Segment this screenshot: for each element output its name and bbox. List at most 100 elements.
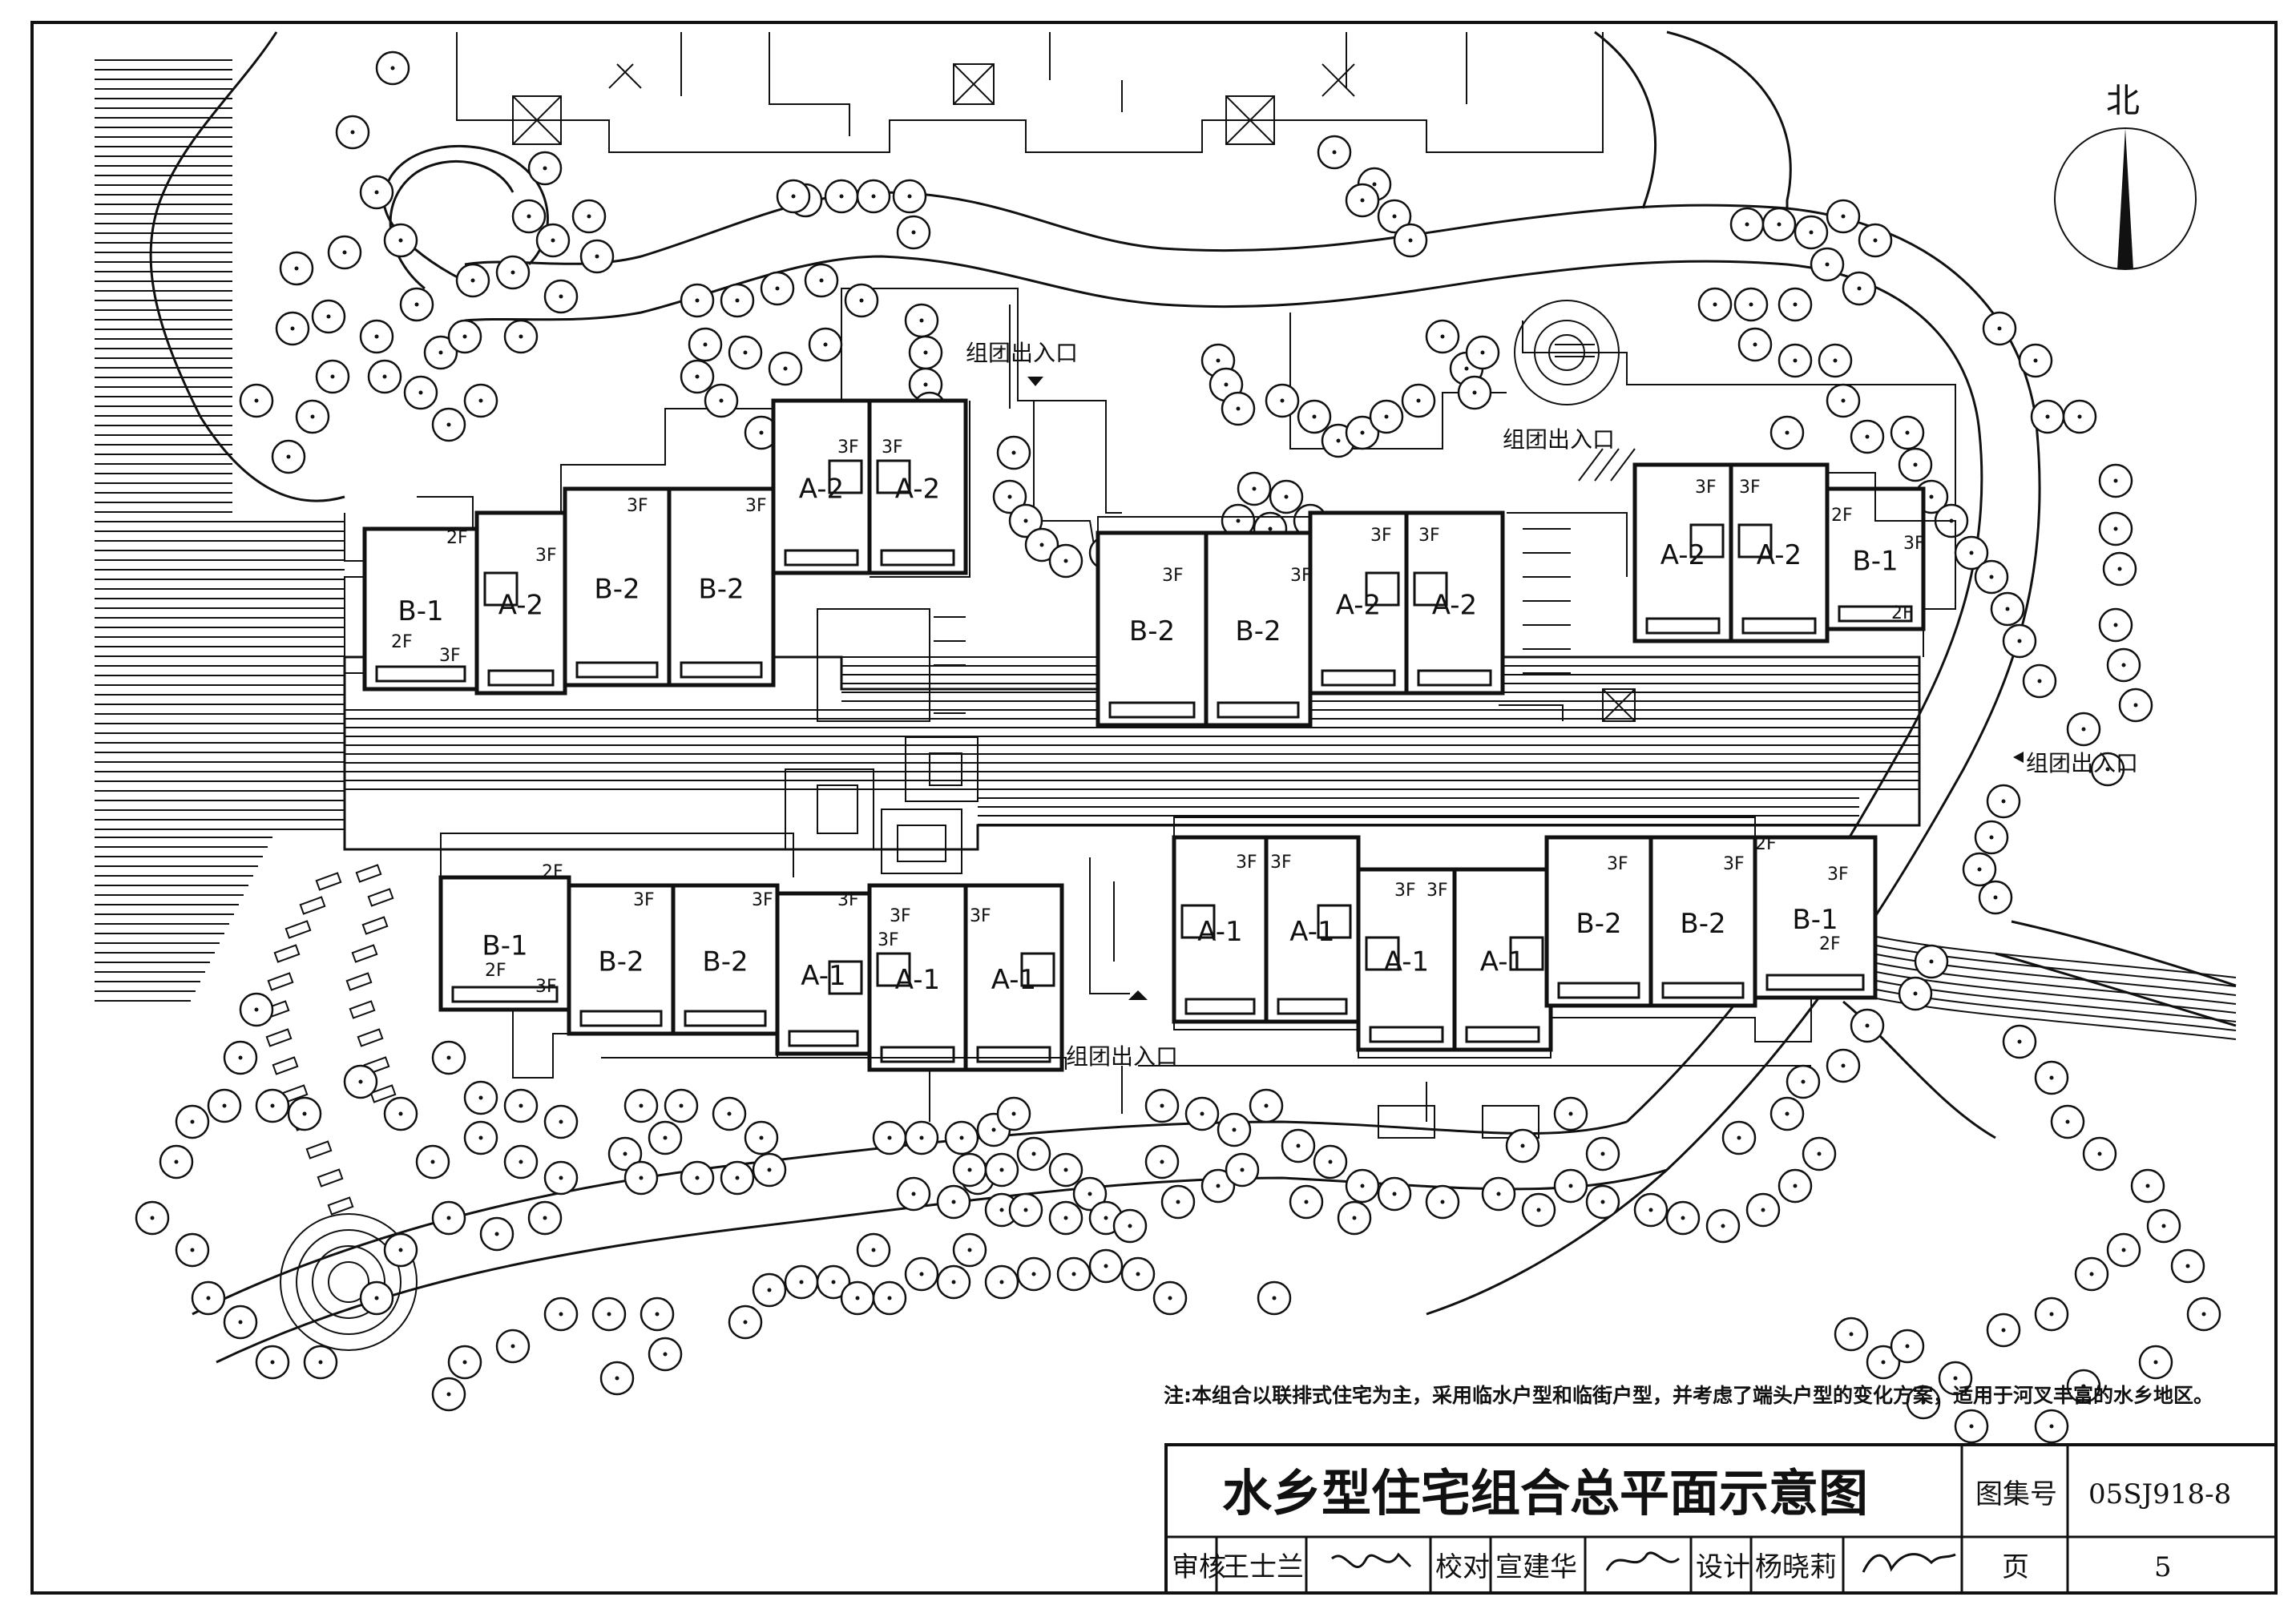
- floor-label: 3F: [1695, 478, 1717, 498]
- floor-labels: 2F 3F 2F 3F 3F 3F 3F 3F 3F 3F 3F 3F 3F 3F 2F 3F 2F 2F 2F 3F…: [391, 438, 1925, 997]
- floor-label: 3F: [1236, 853, 1257, 873]
- floor-label: 3F: [633, 890, 655, 910]
- checker-name: 宣建华: [1495, 1551, 1577, 1583]
- floor-label: 3F: [535, 546, 557, 566]
- floor-label: 2F: [446, 528, 468, 548]
- unit-type-label: B-2: [1129, 615, 1175, 647]
- building-block: [1096, 530, 1209, 728]
- floor-label: 3F: [535, 977, 557, 997]
- floor-label: 3F: [1903, 534, 1925, 554]
- north-label: 北: [2106, 81, 2140, 120]
- floor-label: 3F: [1607, 854, 1628, 874]
- reviewer-signature: [1331, 1552, 1412, 1569]
- unit-type-label: A-2: [1432, 590, 1477, 622]
- unit-type-label: A-1: [1480, 946, 1525, 978]
- floor-label: 3F: [1162, 566, 1184, 586]
- page-label: 页: [2002, 1551, 2029, 1583]
- entrance-arrow-north: [1027, 377, 1043, 386]
- floor-label: 3F: [1270, 853, 1292, 873]
- atlas-number: 05SJ918-8: [2088, 1478, 2231, 1510]
- floor-label: 3F: [890, 906, 911, 926]
- reviewer-name: 王士兰: [1222, 1551, 1304, 1583]
- check-label: 校对: [1435, 1551, 1490, 1583]
- floor-label: 3F: [1394, 881, 1416, 901]
- floor-label: 3F: [752, 890, 773, 910]
- designer-name: 杨晓莉: [1755, 1551, 1837, 1583]
- floor-label: 2F: [1755, 834, 1777, 854]
- floor-label: 3F: [1426, 881, 1448, 901]
- floor-label: 3F: [1739, 478, 1761, 498]
- building-block: [1452, 867, 1553, 1052]
- unit-type-label: B-1: [397, 595, 443, 627]
- building-block: [1172, 835, 1269, 1024]
- unit-type-label: B-2: [702, 946, 748, 978]
- unit-type-label: A-2: [895, 474, 940, 506]
- unit-type-label: A-1: [801, 960, 845, 992]
- unit-type-label: A-2: [498, 590, 543, 622]
- floor-label: 2F: [1831, 506, 1853, 526]
- building-block: [1308, 510, 1409, 696]
- entrance-label-east: 组团出入口: [2026, 750, 2138, 776]
- floor-label: 3F: [1723, 854, 1745, 874]
- floor-label: 3F: [745, 496, 767, 516]
- building-block: [362, 526, 479, 692]
- unit-type-label: B-2: [1235, 615, 1281, 647]
- unit-type-label: B-2: [594, 574, 640, 606]
- unit-type-label: A-1: [1384, 946, 1429, 978]
- page-number: 5: [2154, 1551, 2172, 1583]
- floor-label: 3F: [837, 890, 859, 910]
- unit-type-label: A-1: [1289, 916, 1334, 948]
- building-block: [771, 398, 872, 575]
- floor-label: 3F: [878, 930, 899, 950]
- circular-plaza-north: [1514, 300, 1620, 405]
- building-block: [474, 510, 567, 696]
- floor-label: 3F: [627, 496, 648, 516]
- entrance-arrow-east: [2013, 752, 2024, 763]
- unit-type-label: A-2: [1336, 590, 1381, 622]
- unit-type-label: B-2: [598, 946, 644, 978]
- designer-signature: [1862, 1553, 1956, 1573]
- existing-buildings-north: [456, 32, 1604, 153]
- circular-plaza-southwest: [280, 1213, 418, 1351]
- floor-label: 2F: [542, 862, 563, 882]
- atlas-label: 图集号: [1975, 1478, 2057, 1510]
- unit-type-label: A-1: [895, 964, 940, 996]
- floor-label: 3F: [1290, 566, 1312, 586]
- floor-label: 2F: [1891, 603, 1913, 623]
- unit-type-label: B-2: [1680, 908, 1725, 940]
- entrance-label-northeast: 组团出入口: [1503, 426, 1615, 453]
- building-block: [667, 486, 776, 688]
- entrance-labels: 组团出入口 组团出入口 组团出入口 组团出入口: [966, 340, 2138, 1070]
- building-block: [567, 883, 676, 1036]
- floor-label: 2F: [485, 961, 506, 981]
- building-block: [1404, 510, 1505, 696]
- floor-label: 2F: [391, 632, 413, 652]
- floor-label: 3F: [970, 906, 991, 926]
- design-label: 设计: [1696, 1551, 1750, 1583]
- drawing-title: 水乡型住宅组合总平面示意图: [1222, 1464, 1868, 1522]
- checker-signature: [1605, 1551, 1681, 1571]
- building-block: [1356, 867, 1457, 1052]
- entrance-label-north: 组团出入口: [966, 340, 1078, 366]
- drawing-frame: [30, 21, 2278, 1595]
- unit-type-label: B-1: [1852, 546, 1898, 578]
- building-block: [1204, 530, 1313, 728]
- drawing-note: 注:本组合以联排式住宅为主，采用临水户型和临街户型，并考虑了端头户型的变化方案，…: [1164, 1384, 2213, 1407]
- north-arrow: 北: [2054, 81, 2197, 270]
- floor-label: 3F: [1827, 865, 1849, 885]
- trees: [135, 50, 2221, 1444]
- building-block: [963, 883, 1064, 1072]
- building-block: [1544, 835, 1653, 1008]
- floor-label: 3F: [837, 438, 859, 458]
- unit-type-label: A-2: [799, 474, 844, 506]
- title-block: 水乡型住宅组合总平面示意图 图集号 05SJ918-8 审核 王士兰 校对 宣建…: [1164, 1443, 2278, 1595]
- unit-type-label: B-1: [1792, 904, 1838, 936]
- unit-type-label: A-1: [1197, 916, 1242, 948]
- north-arrow-needle: [2117, 128, 2133, 269]
- building-block: [1264, 835, 1361, 1024]
- unit-type-label: B-2: [1576, 908, 1621, 940]
- building-block: [775, 891, 872, 1056]
- unit-type-label: B-2: [698, 574, 744, 606]
- entrance-arrow-south: [1128, 990, 1148, 1000]
- review-label: 审核: [1172, 1551, 1226, 1583]
